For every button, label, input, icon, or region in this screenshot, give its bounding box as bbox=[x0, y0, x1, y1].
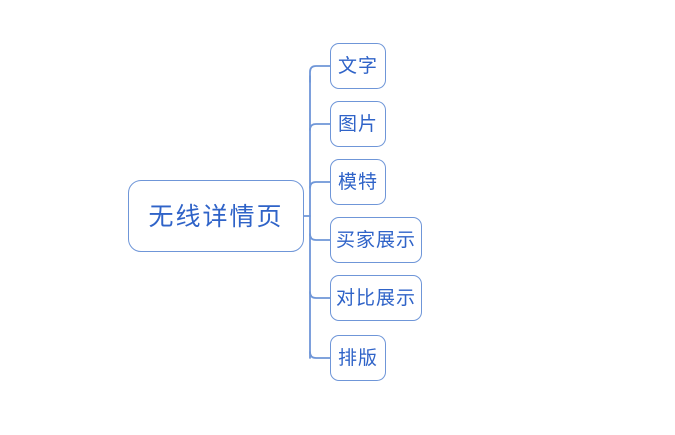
mindmap-root-label: 无线详情页 bbox=[148, 201, 284, 231]
mindmap-node-1[interactable]: 文字 bbox=[330, 43, 386, 89]
connector-branch-3 bbox=[309, 181, 331, 189]
mindmap-node-4[interactable]: 买家展示 bbox=[330, 217, 422, 263]
mindmap-node-3-label: 模特 bbox=[337, 170, 378, 193]
mindmap-node-5-label: 对比展示 bbox=[335, 286, 416, 309]
connector-branch-4 bbox=[309, 233, 331, 241]
mindmap-node-3[interactable]: 模特 bbox=[330, 159, 386, 205]
mindmap-node-2[interactable]: 图片 bbox=[330, 101, 386, 147]
connector-branch-2 bbox=[309, 123, 331, 131]
mindmap-node-1-label: 文字 bbox=[337, 54, 378, 77]
connector-branch-1 bbox=[309, 65, 331, 83]
mindmap-node-5[interactable]: 对比展示 bbox=[330, 275, 422, 321]
mindmap-node-6-label: 排版 bbox=[337, 346, 378, 369]
mindmap-node-2-label: 图片 bbox=[337, 112, 378, 135]
mindmap-node-4-label: 买家展示 bbox=[335, 228, 416, 251]
mindmap-node-6[interactable]: 排版 bbox=[330, 335, 386, 381]
connector-branch-5 bbox=[309, 291, 331, 299]
connector-branch-6 bbox=[309, 351, 331, 359]
mindmap-root-node[interactable]: 无线详情页 bbox=[128, 180, 304, 252]
